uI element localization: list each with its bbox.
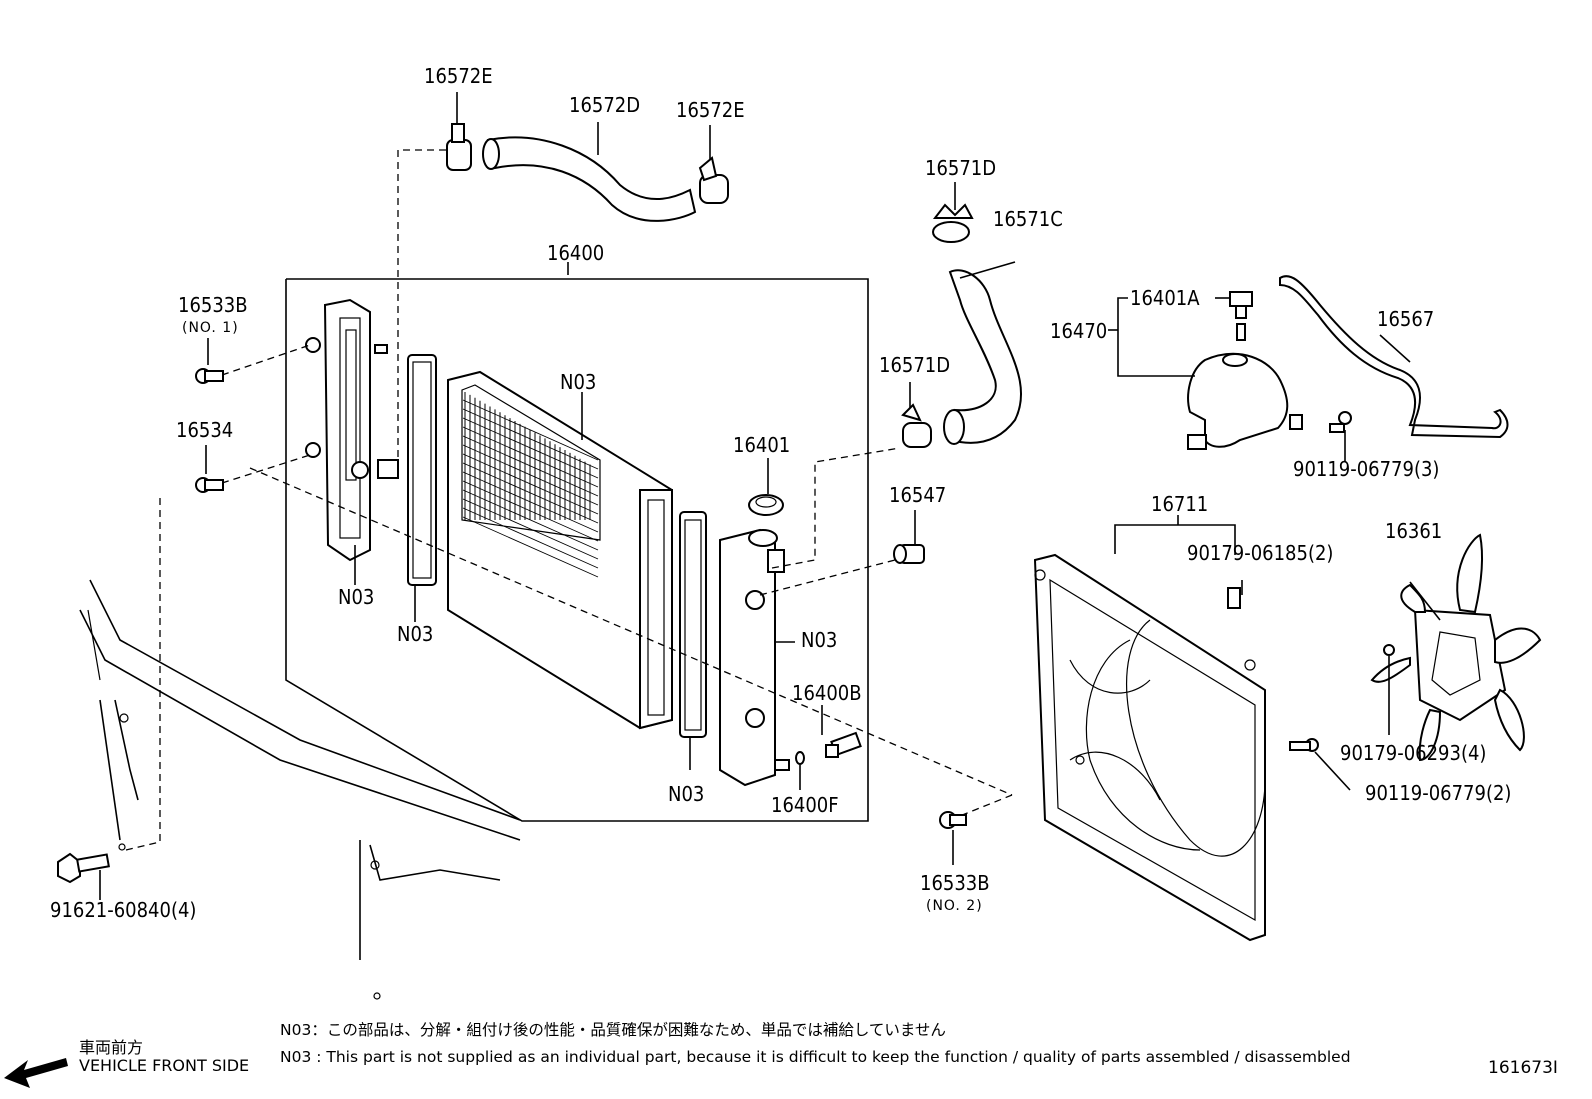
bolt-16533b-no2 <box>939 811 967 865</box>
label-16533b-no2: 16533B <box>920 871 990 895</box>
radiator-core <box>447 370 673 730</box>
label-16534: 16534 <box>176 418 233 442</box>
diagram-id: 161673I <box>1488 1058 1558 1078</box>
label-16400b: 16400B <box>792 681 862 705</box>
label-16572e-top: 16572E <box>424 64 493 88</box>
bolt-91621 <box>57 843 126 900</box>
left-radiator-tank <box>305 298 399 585</box>
label-n03-left-gasket: N03 <box>397 622 433 646</box>
fan-shroud <box>1033 515 1266 942</box>
bolt-16533b-no1 <box>195 338 224 384</box>
callout-labels: 16572E 16572D 16572E 16400 16533B (NO. 1… <box>50 64 1511 922</box>
right-radiator-tank <box>719 528 795 787</box>
right-gasket <box>679 511 707 770</box>
label-n03-right-gasket: N03 <box>668 782 704 806</box>
bolt-90119-2 <box>1289 738 1351 791</box>
label-16400: 16400 <box>547 241 604 265</box>
label-16571d-top: 16571D <box>925 156 996 180</box>
label-91621: 91621-60840(4) <box>50 898 196 922</box>
label-90179-4: 90179-06293(4) <box>1340 741 1486 765</box>
label-16547: 16547 <box>889 483 946 507</box>
label-16401: 16401 <box>733 433 790 457</box>
label-n03-left-tank: N03 <box>338 585 374 609</box>
label-90119-2: 90119-06779(2) <box>1365 781 1511 805</box>
label-16401a: 16401A <box>1130 286 1200 310</box>
label-16400f: 16400F <box>771 793 839 817</box>
drain-cock <box>795 705 862 790</box>
note-n03-en: N03 : This part is not supplied as an in… <box>280 1048 1351 1066</box>
bolt-16534 <box>195 445 224 493</box>
vehicle-front-label-en: VEHICLE FRONT SIDE <box>79 1056 250 1075</box>
vehicle-front-arrow-icon <box>4 1058 68 1088</box>
label-n03-core: N03 <box>560 370 596 394</box>
label-16567: 16567 <box>1377 307 1434 331</box>
cooling-fan <box>1370 533 1542 762</box>
label-16361: 16361 <box>1385 519 1442 543</box>
vehicle-front-label-jp: 車両前方 <box>79 1038 144 1057</box>
label-16571c: 16571C <box>993 207 1063 231</box>
label-16711: 16711 <box>1151 492 1208 516</box>
radiator-assembly-frame <box>285 262 869 822</box>
label-16533b-no1-sub: (NO. 1) <box>182 320 239 336</box>
lower-hose-group <box>901 182 1022 448</box>
label-90119-3: 90119-06779(3) <box>1293 457 1439 481</box>
label-16571d-mid: 16571D <box>879 353 950 377</box>
label-n03-right-tank: N03 <box>801 628 837 652</box>
upper-hose-group <box>397 92 729 470</box>
overflow-hose <box>1279 275 1509 462</box>
label-16572e-right: 16572E <box>676 98 745 122</box>
label-16470: 16470 <box>1050 319 1107 343</box>
radiator-cap <box>748 458 784 516</box>
label-16572d: 16572D <box>569 93 640 117</box>
assembly-dashes <box>125 344 1013 851</box>
label-16533b-no2-sub: (NO. 2) <box>926 898 983 914</box>
reservoir-tank <box>1108 291 1303 450</box>
body-panel <box>79 579 521 1000</box>
left-gasket <box>407 354 437 622</box>
note-n03-jp: N03：この部品は、分解・組付け後の性能・品質確保が困難なため、単品では補給して… <box>280 1021 946 1039</box>
label-16533b-no1: 16533B <box>178 293 248 317</box>
label-90179-2: 90179-06185(2) <box>1187 541 1333 565</box>
plug-16547 <box>893 510 925 564</box>
